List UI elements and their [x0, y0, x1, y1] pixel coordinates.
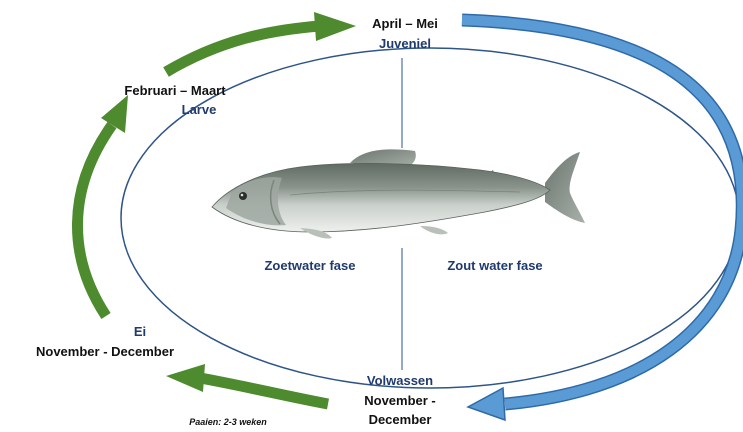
paaien-note: Paaien: 2-3 weken: [168, 412, 288, 432]
green-arrow-left: [77, 95, 128, 316]
ei-months-label: November - December: [20, 342, 190, 362]
volwassen-label: Volwassen: [340, 371, 460, 391]
zoetwater-fase-label: Zoetwater fase: [240, 256, 380, 276]
juveniel-label: Juveniel: [340, 34, 470, 54]
zout-water-fase-label: Zout water fase: [420, 256, 570, 276]
februari-maart-label: Februari – Maart: [95, 81, 255, 101]
green-arrow-bottom: [166, 364, 328, 404]
larve-label: Larve: [159, 100, 239, 120]
volwassen-months-line1: November -: [340, 391, 460, 411]
fish-photo: [212, 149, 585, 238]
april-mei-label: April – Mei: [340, 14, 470, 34]
green-arrow-top: [166, 12, 356, 72]
ei-label: Ei: [110, 322, 170, 342]
volwassen-months-line2: December: [340, 410, 460, 430]
